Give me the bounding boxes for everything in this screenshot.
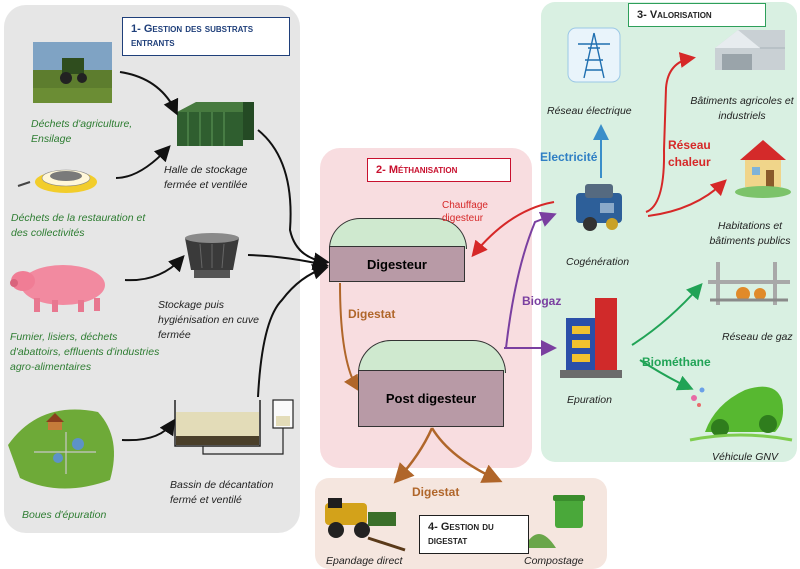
digesteur-tank: Digesteur [329,246,465,282]
arrow-halle-to-digesteur [257,129,330,269]
pig-photo [10,265,105,312]
settling-basin-icon [174,399,294,455]
section-title-valorisation: 3- Valorisation [628,3,766,28]
label-restauration: Déchets de la restauration et des collec… [11,212,146,240]
house-icon [735,140,791,198]
arrow-post-to-compostage [430,427,503,483]
storage-hall-icon [177,102,254,146]
arrow-agri-to-halle [119,71,179,116]
label-biogaz: Biogaz [522,294,562,308]
arrow-biogaz-to-cogeneration [505,211,557,349]
arrow-chaleur-to-habitations [647,179,727,217]
label-electricite: Electricité [540,150,598,164]
arrow-chauffage [471,201,555,258]
food-plate-photo [17,169,97,193]
label-vehicule: Véhicule GNV [712,451,778,463]
label-halle: Halle de stockage fermée et ventilée [164,164,248,192]
label-epuration: Epuration [567,394,612,406]
arrow-chaleur-to-batiments [645,52,696,213]
label-reseau-electrique: Réseau électrique [547,105,632,117]
arrow-biomethane-to-gnv [639,359,694,391]
label-cogeneration: Cogénération [566,256,630,268]
label-cuve: Stockage puis hygiénisation en cuve ferm… [158,299,259,342]
arrow-biomethane-to-gaz [631,283,703,346]
power-pylon-icon [567,27,621,83]
label-batiments: Bâtiments agricoles et industriels [690,95,794,123]
label-digestat-mgmt: Digestat [412,485,460,499]
warehouse-icon [715,30,785,70]
label-bassin: Bassin de décantation fermé et ventilé [170,479,274,507]
section-title-substrats: 1- Gestion des substrats entrants [122,17,290,56]
label-chauffage: Chauffage digesteur [442,200,488,224]
arrow-cuve-to-digesteur [247,254,329,271]
label-habitations: Habitations et bâtiments publics [709,220,791,248]
tractor-field-photo [33,42,112,103]
section-title-methanisation: 2- Méthanisation [367,158,511,183]
arrow-post-to-epandage [393,427,434,484]
label-agriculture: Déchets d'agriculture, Ensilage [31,118,133,146]
post-digesteur-tank: Post digesteur [358,370,504,427]
label-biomethane: Biométhane [642,355,711,369]
section-title-digestat: 4- Gestion du digestat [419,515,529,554]
storage-tank-icon [185,233,239,278]
digesteur-label: Digesteur [367,256,427,272]
label-digestat: Digestat [348,307,396,321]
spreader-icon [325,498,406,552]
label-boues: Boues d'épuration [22,509,107,521]
label-reseau-gaz: Réseau de gaz [722,331,793,343]
post-digesteur-dome [358,340,506,373]
label-compostage: Compostage [524,555,584,567]
arrow-boues-to-bassin [121,418,176,442]
gnv-car-icon [686,386,793,442]
label-fumier: Fumier, lisiers, déchets d'abattoirs, ef… [10,331,160,374]
gas-network-icon [708,262,790,305]
arrow-pig-to-cuve [124,255,185,282]
arrow-digestat-to-post [339,282,360,392]
label-epandage: Epandage direct [326,555,403,567]
compost-icon [524,495,585,548]
wastewater-plant-photo [8,409,114,489]
post-digesteur-label: Post digesteur [385,391,477,406]
label-reseau-chaleur: Réseau chaleur [668,138,711,170]
cogeneration-engine-icon [576,184,622,231]
arrow-resto-to-halle [115,145,171,179]
arrow-bassin-to-digesteur [257,264,329,398]
purification-unit-icon [560,298,622,378]
